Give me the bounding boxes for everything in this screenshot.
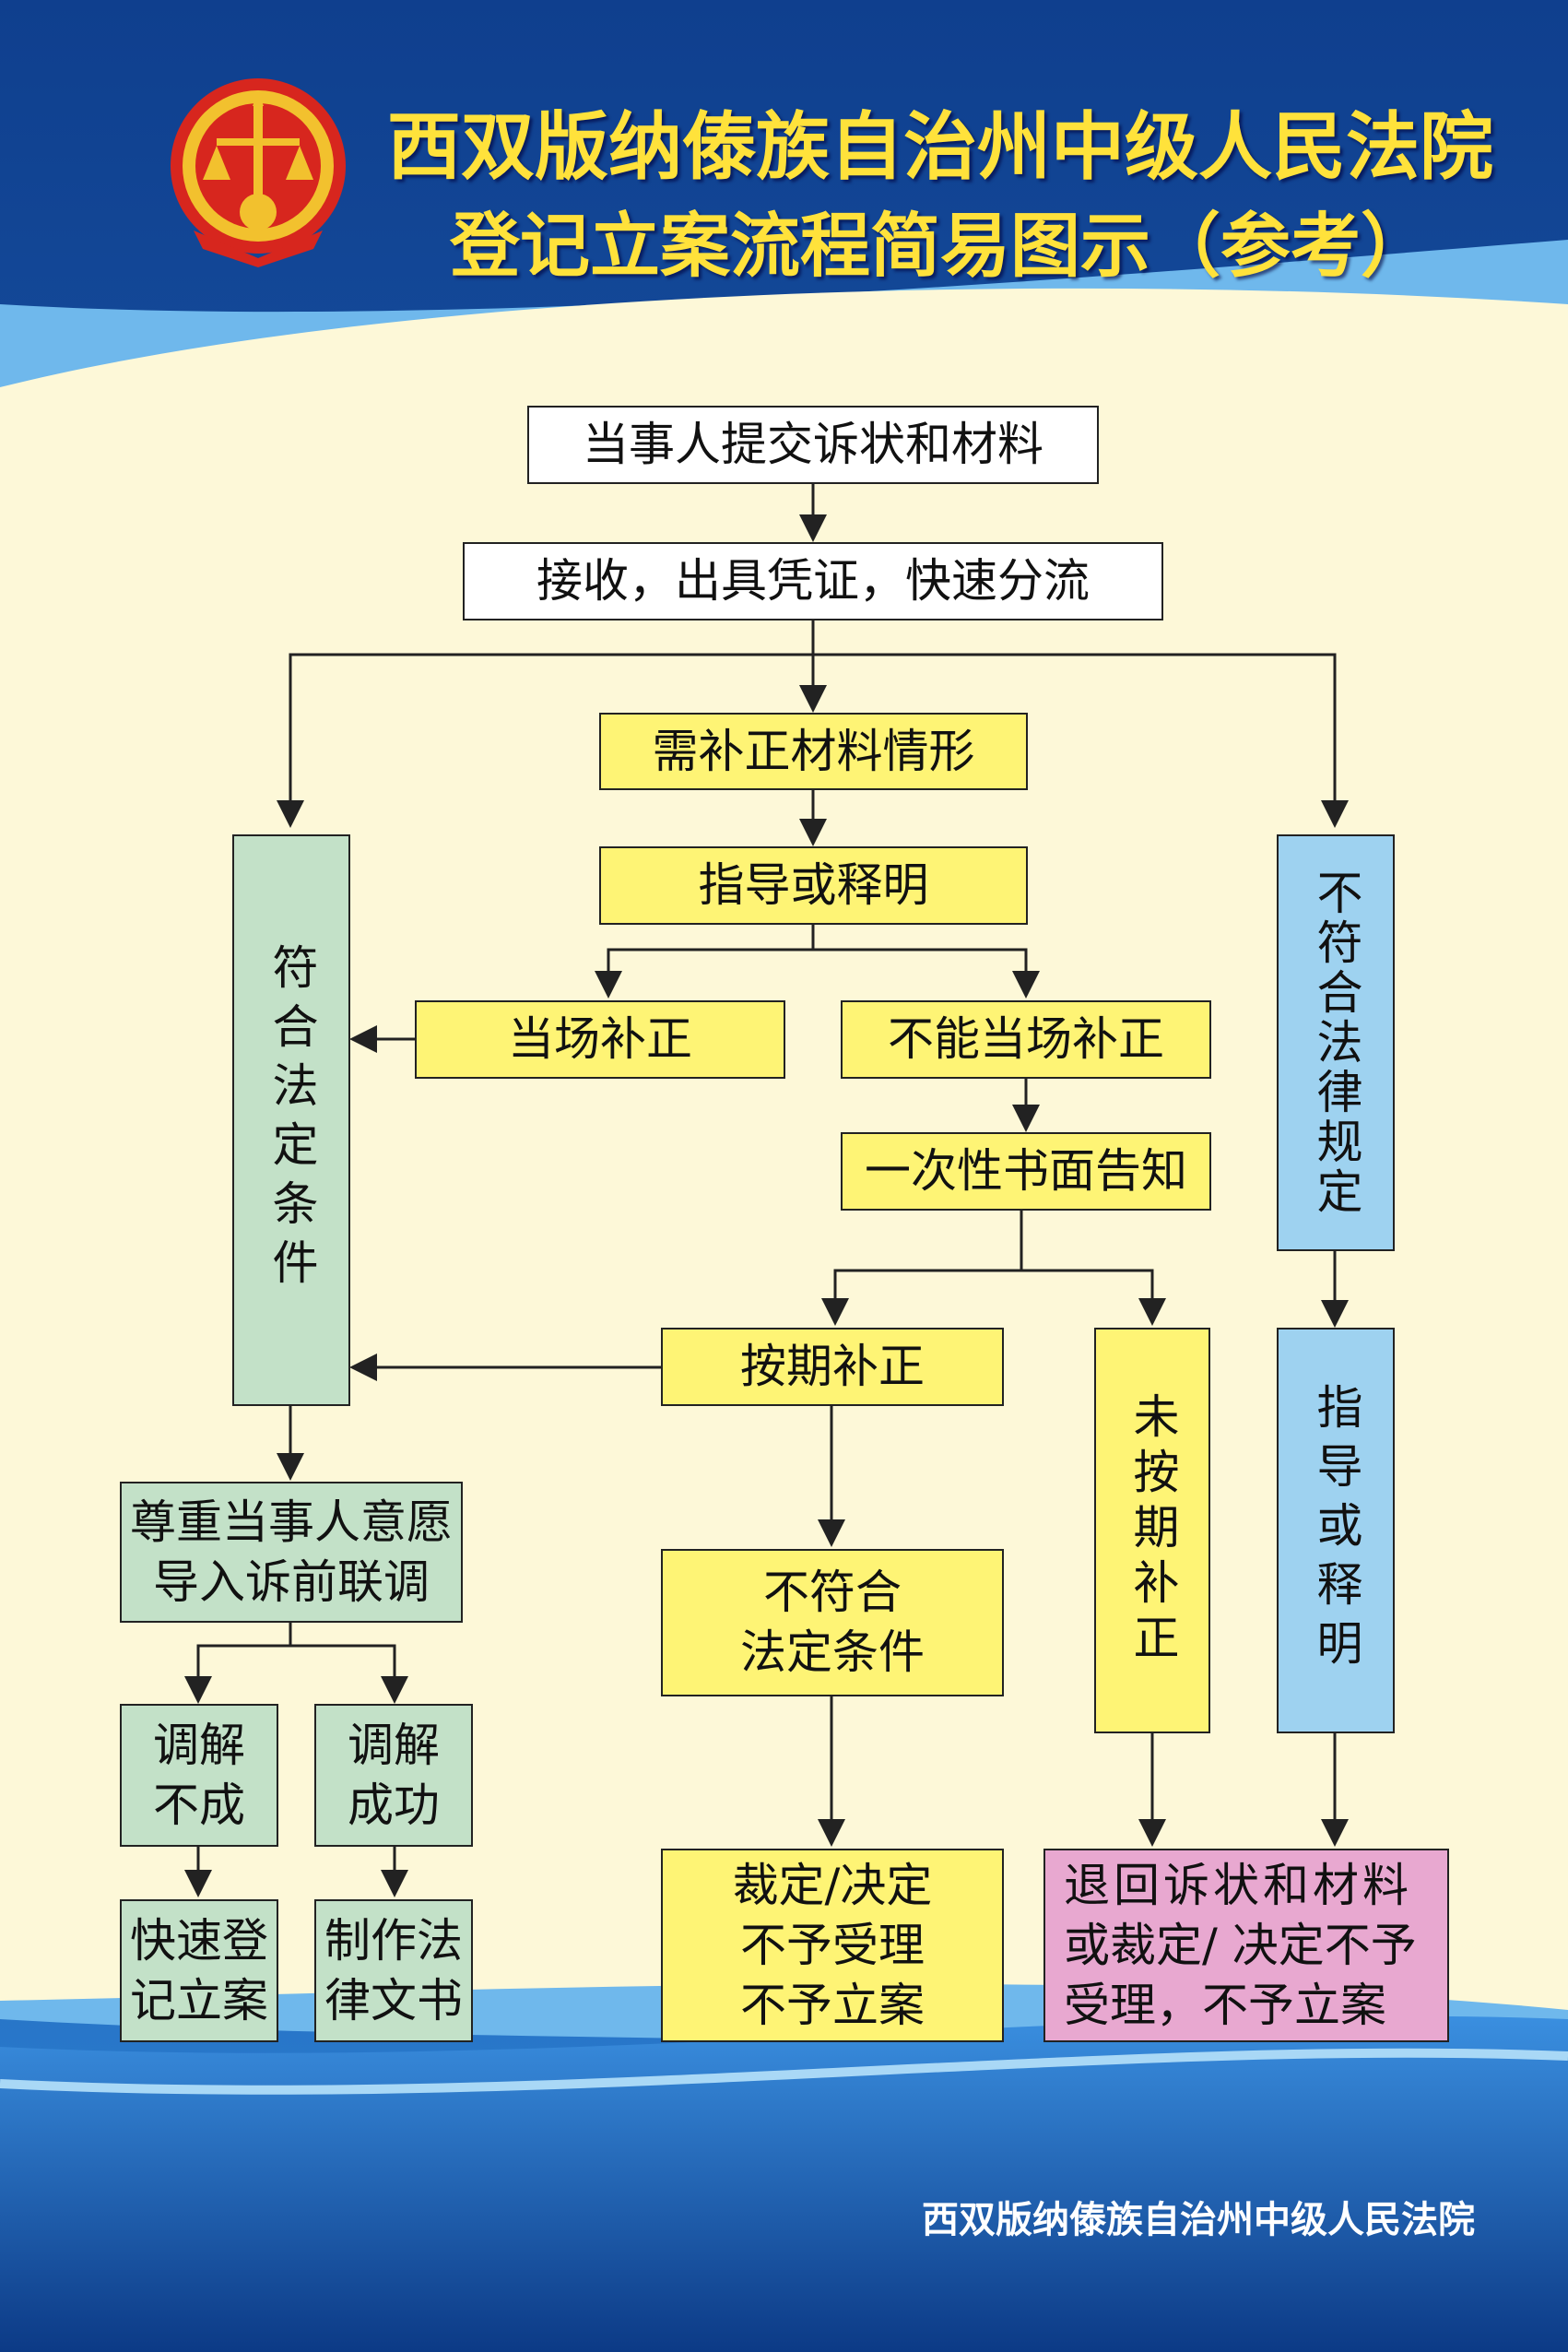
- respect-wishes-line-1: 尊重当事人意愿: [130, 1495, 453, 1549]
- fast-register-line-1: 快速登: [130, 1913, 268, 1968]
- mediation-success-box: 调解 成功: [314, 1704, 473, 1847]
- one-time-notice-box: 一次性书面告知: [841, 1132, 1211, 1211]
- footer-court-name: 西双版纳傣族自治州中级人民法院: [922, 2199, 1475, 2241]
- page-subtitle: 登记立案流程简易图示（参考）: [450, 205, 1431, 287]
- needs-correction-box: 需补正材料情形: [599, 713, 1028, 790]
- make-document-line-1: 制作法: [324, 1913, 463, 1968]
- not-corrected-on-time-text: 未按期补正: [1126, 1392, 1180, 1669]
- make-document-box: 制作法 律文书: [314, 1899, 473, 2042]
- respect-wishes-line-2: 导入诉前联调: [153, 1554, 430, 1609]
- fast-register-box: 快速登 记立案: [120, 1899, 278, 2042]
- guide-explain-right-box: 指导或释明: [1277, 1328, 1395, 1733]
- correct-on-site-box: 当场补正: [415, 1000, 785, 1079]
- return-materials-line-3: 受理，不予立案: [1064, 1978, 1386, 2032]
- not-meet-conditions-line-2: 法定条件: [740, 1625, 925, 1679]
- mediation-success-line-1: 调解: [348, 1718, 440, 1772]
- return-materials-line-1: 退回诉状和材料: [1064, 1858, 1412, 1912]
- guide-explain-box: 指导或释明: [599, 846, 1028, 925]
- correct-on-time-box: 按期补正: [661, 1328, 1004, 1406]
- not-corrected-on-time-box: 未按期补正: [1094, 1328, 1210, 1733]
- meets-conditions-box: 符合法定条件: [232, 834, 350, 1406]
- ruling-reject-line-3: 不予立案: [740, 1978, 925, 2032]
- guide-explain-right-text: 指导或释明: [1309, 1383, 1363, 1678]
- make-document-line-2: 律文书: [324, 1973, 463, 2027]
- not-legal-text: 不符合法律规定: [1309, 869, 1363, 1217]
- ruling-reject-line-2: 不予受理: [740, 1918, 925, 1972]
- not-meet-conditions-line-1: 不符合: [763, 1566, 902, 1619]
- cannot-correct-on-site-box: 不能当场补正: [841, 1000, 1211, 1079]
- return-materials-line-2: 或裁定/ 决定不予: [1064, 1918, 1417, 1972]
- receive-box: 接收，出具凭证，快速分流: [463, 542, 1163, 621]
- ruling-reject-box: 裁定/决定 不予受理 不予立案: [661, 1849, 1004, 2042]
- ruling-reject-line-1: 裁定/决定: [732, 1858, 933, 1912]
- mediation-failed-line-1: 调解: [153, 1718, 245, 1772]
- submit-materials-box: 当事人提交诉状和材料: [527, 406, 1099, 484]
- return-materials-box: 退回诉状和材料 或裁定/ 决定不予 受理，不予立案: [1043, 1849, 1449, 2042]
- meets-conditions-text: 符合法定条件: [265, 943, 319, 1297]
- court-emblem-icon: [171, 78, 346, 267]
- fast-register-line-2: 记立案: [130, 1973, 268, 2027]
- not-legal-box: 不符合法律规定: [1277, 834, 1395, 1251]
- mediation-failed-line-2: 不成: [153, 1778, 245, 1832]
- mediation-failed-box: 调解 不成: [120, 1704, 278, 1847]
- mediation-success-line-2: 成功: [348, 1778, 440, 1832]
- not-meet-conditions-box: 不符合 法定条件: [661, 1549, 1004, 1696]
- respect-wishes-box: 尊重当事人意愿 导入诉前联调: [120, 1482, 463, 1623]
- page-title: 西双版纳傣族自治州中级人民法院: [387, 104, 1493, 190]
